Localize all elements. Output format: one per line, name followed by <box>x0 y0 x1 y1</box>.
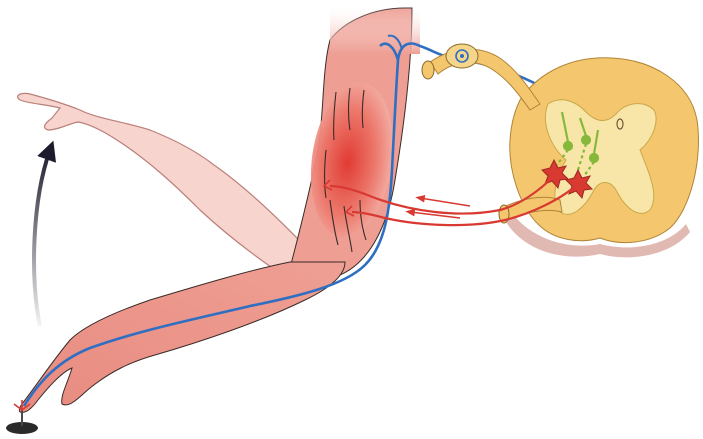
motion-arrow <box>34 150 50 326</box>
shoulder-fade <box>330 4 420 54</box>
spinal-cord-cross-section <box>506 58 698 258</box>
raised-arm-outline <box>18 93 320 280</box>
forearm <box>19 262 345 412</box>
signal-direction-arrows <box>410 198 470 218</box>
